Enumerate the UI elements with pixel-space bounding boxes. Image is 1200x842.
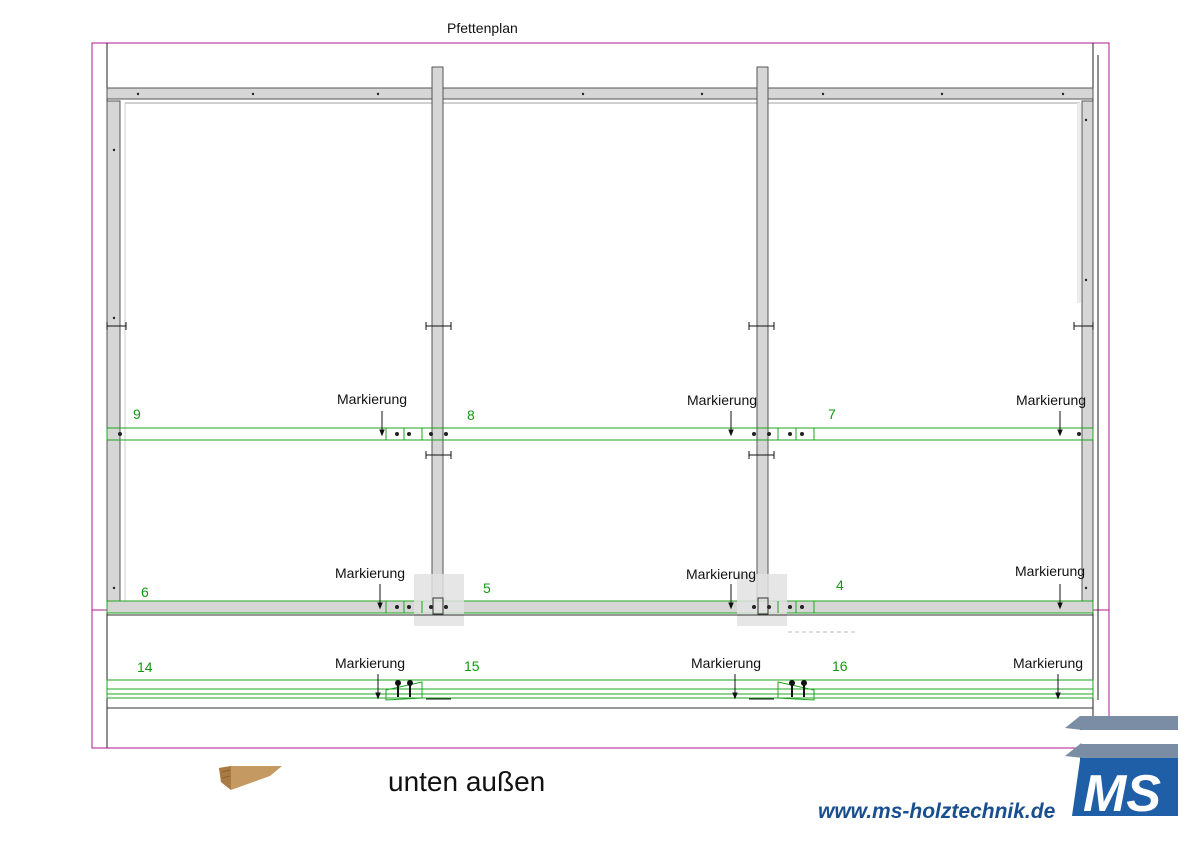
plan-title: Pfettenplan — [447, 20, 518, 36]
top-beam — [106, 87, 1094, 100]
beam-number-9: 9 — [133, 406, 141, 422]
marker-label-2: Markierung — [687, 392, 757, 408]
sheet-frame — [91, 42, 1110, 749]
beam-number-14: 14 — [137, 659, 153, 675]
purlin-middle — [106, 427, 1094, 441]
svg-text:MS: MS — [1083, 765, 1161, 823]
view-caption: unten außen — [388, 766, 546, 797]
right-strip — [1077, 103, 1081, 303]
beam-number-4: 4 — [836, 577, 844, 593]
post-anchor-right — [757, 597, 769, 615]
marker-arrows — [375, 411, 1063, 700]
marker-label-6: Markierung — [1015, 563, 1085, 579]
marker-label-7: Markierung — [335, 655, 405, 671]
beam-number-6: 6 — [141, 584, 149, 600]
post-plate-left — [414, 574, 464, 626]
marker-label-5: Markierung — [686, 566, 756, 582]
wood-beam-icon — [219, 766, 282, 790]
beam-number-5: 5 — [483, 580, 491, 596]
marker-label-9: Markierung — [1013, 655, 1083, 671]
ms-logo-icon: MS — [1065, 716, 1178, 823]
beam-number-8: 8 — [467, 407, 475, 423]
marker-label-1: Markierung — [337, 391, 407, 407]
marker-label-4: Markierung — [335, 565, 405, 581]
left-side-beam — [106, 100, 121, 607]
purlin-middle-bolts — [118, 432, 1081, 436]
right-side-beam — [1081, 100, 1094, 607]
rafter-left — [431, 66, 444, 611]
purlin-lower-joints — [385, 601, 815, 613]
post-plate-right — [737, 574, 787, 626]
bottom-joint-right — [777, 681, 815, 701]
bottom-bolts — [395, 680, 807, 697]
top-beam-dots — [136, 92, 1065, 96]
purlin-middle-joints — [385, 428, 815, 440]
post-anchor-left — [432, 597, 444, 615]
bottom-joint-left — [385, 681, 423, 701]
dimension-ticks — [106, 322, 1094, 459]
beam-number-7: 7 — [828, 406, 836, 422]
purlin-lower-bolts — [395, 605, 804, 609]
purlin-lower — [106, 600, 1094, 614]
website-link[interactable]: www.ms-holztechnik.de — [818, 800, 1056, 823]
marker-label-8: Markierung — [691, 655, 761, 671]
beam-number-15: 15 — [464, 658, 480, 674]
side-beam-dots — [112, 118, 1088, 590]
marker-label-3: Markierung — [1016, 392, 1086, 408]
beam-number-16: 16 — [832, 658, 848, 674]
rafter-right — [756, 66, 769, 611]
